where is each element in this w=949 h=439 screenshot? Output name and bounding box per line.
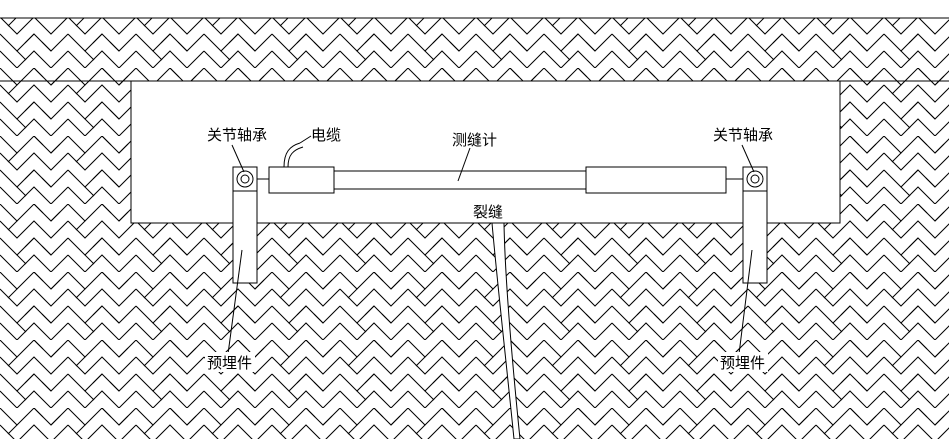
joint-bearing-left-symbol xyxy=(232,166,258,192)
label-joint-bearing-left: 关节轴承 xyxy=(207,126,267,144)
leader-joint-bearing-left xyxy=(231,144,245,173)
meter-right-cylinder xyxy=(585,166,727,194)
cable-wire xyxy=(283,142,301,168)
embedded-part-left-pillar xyxy=(232,184,258,284)
crack-channel xyxy=(491,222,521,439)
top-hatch-area xyxy=(0,18,949,81)
cable-wire-2 xyxy=(287,146,304,168)
meter-left-cylinder xyxy=(268,166,335,194)
leader-joint-bearing-right xyxy=(741,144,755,173)
label-embedded-part-right: 预埋件 xyxy=(720,354,765,372)
meter-rod xyxy=(333,170,587,190)
label-crack: 裂缝 xyxy=(473,203,503,221)
leader-embedded-left xyxy=(227,249,243,355)
leader-crack-meter xyxy=(457,147,471,182)
leader-embedded-right xyxy=(738,249,753,355)
label-joint-bearing-right: 关节轴承 xyxy=(713,126,773,144)
label-crack-meter: 测缝计 xyxy=(452,131,497,149)
joint-bearing-right-symbol xyxy=(742,166,768,192)
embedded-part-right-pillar xyxy=(742,184,768,284)
label-embedded-part-left: 预埋件 xyxy=(207,354,252,372)
label-cable: 电缆 xyxy=(311,126,341,144)
leader-cable xyxy=(299,135,312,144)
